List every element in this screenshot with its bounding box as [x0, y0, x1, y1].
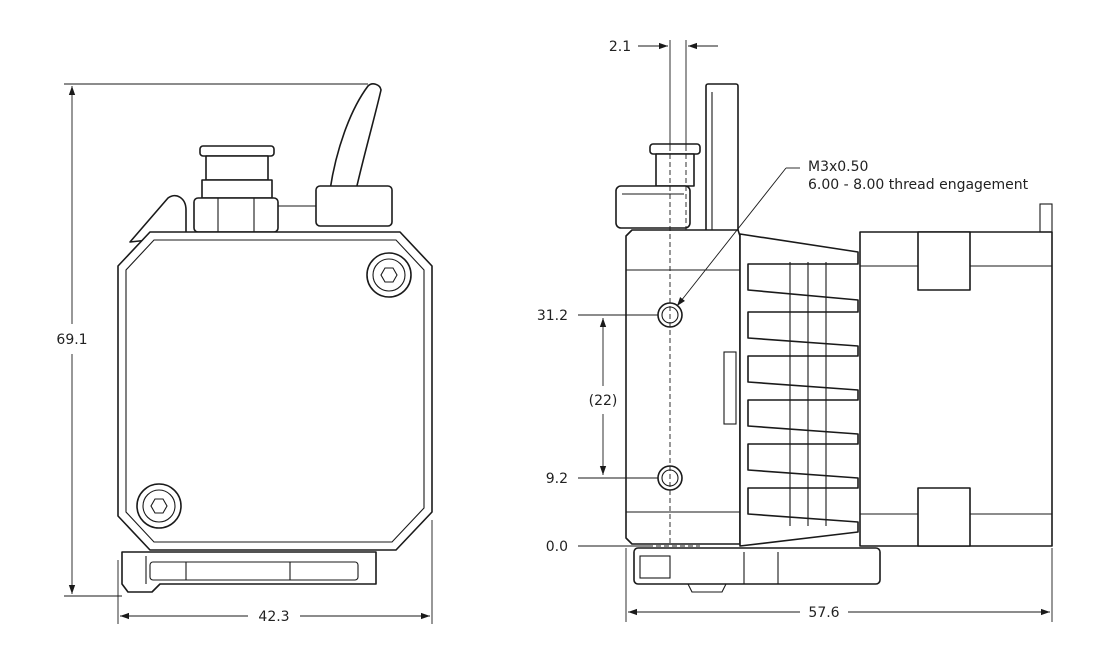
front-screw-top [366, 252, 412, 298]
heatsink-fins [739, 233, 859, 547]
dim-depth [625, 548, 1053, 622]
dim-height-label: 69.1 [56, 332, 87, 348]
side-fan [859, 203, 1053, 547]
side-body [625, 229, 741, 545]
dim-width [117, 520, 433, 624]
dim-depth-label: 57.6 [808, 605, 839, 621]
sensor-housing [278, 185, 393, 227]
side-back-plate [705, 83, 739, 237]
side-push-fitting [615, 143, 701, 229]
side-base-plate [633, 547, 881, 593]
dim-width-label: 42.3 [258, 609, 289, 625]
front-view: 69.1 42.3 [56, 83, 433, 625]
latch-arm [129, 194, 187, 243]
front-base-plate [121, 551, 377, 593]
dim-top-offset-label: 2.1 [609, 39, 631, 55]
dim-base-label: 0.0 [546, 539, 568, 555]
front-body [117, 231, 433, 551]
dim-upper-hole-label: 31.2 [537, 308, 568, 324]
filament-lever [329, 83, 382, 191]
thread-spec-line2: 6.00 - 8.00 thread engagement [808, 177, 1029, 193]
filament-path-lines [648, 40, 700, 547]
dim-spacing-label: (22) [589, 393, 618, 409]
push-fitting [193, 145, 279, 233]
thread-callout-leader [676, 167, 800, 307]
dim-lower-hole-label: 9.2 [546, 471, 568, 487]
thread-spec-line1: M3x0.50 [808, 159, 868, 175]
dim-height [64, 83, 368, 597]
front-screw-bottom [136, 483, 182, 529]
side-view: 2.1 M3x0.50 6.00 - 8.00 thread engagemen… [537, 39, 1053, 622]
